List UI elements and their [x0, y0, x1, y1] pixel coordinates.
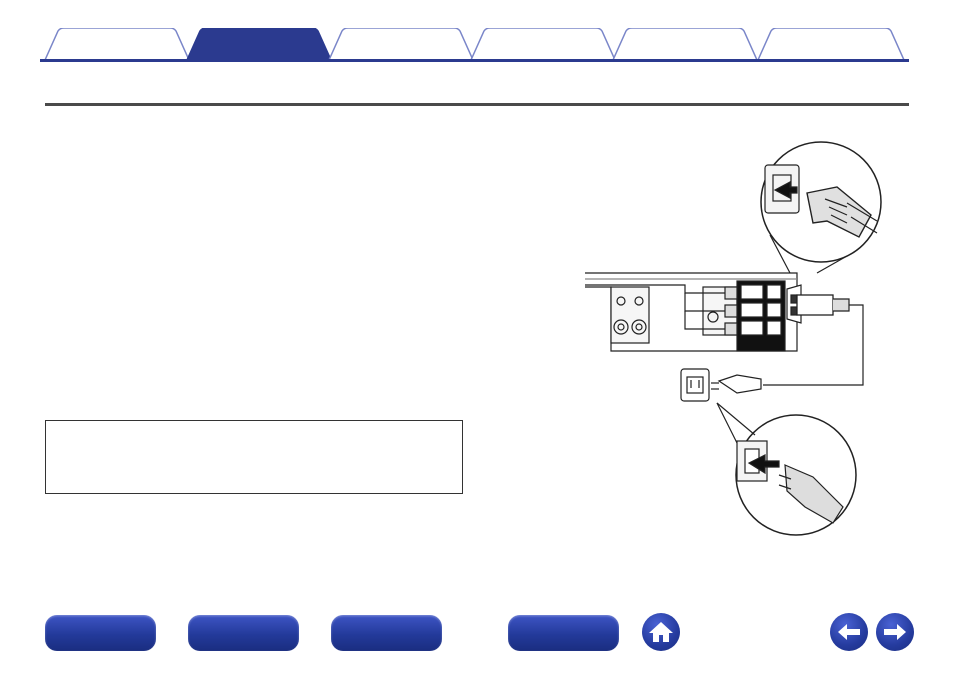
- arrow-left-icon: [838, 624, 860, 640]
- tab-2-active[interactable]: [186, 28, 332, 60]
- tab-3[interactable]: [328, 28, 474, 60]
- home-button[interactable]: [642, 613, 680, 651]
- note-box: [45, 420, 463, 494]
- home-icon: [649, 622, 673, 642]
- nav-button-3[interactable]: [331, 615, 442, 651]
- nav-button-4[interactable]: [508, 615, 619, 651]
- back-button[interactable]: [830, 613, 868, 651]
- tab-4[interactable]: [470, 28, 616, 60]
- nav-button-2[interactable]: [188, 615, 299, 651]
- tab-underline: [40, 59, 909, 62]
- tab-5[interactable]: [612, 28, 758, 60]
- arrow-right-icon: [884, 624, 906, 640]
- tab-1[interactable]: [44, 28, 190, 60]
- power-connection-diagram: [585, 141, 882, 536]
- top-tab-bar: [40, 26, 910, 62]
- section-divider: [45, 103, 909, 106]
- tab-6[interactable]: [757, 28, 905, 60]
- forward-button[interactable]: [876, 613, 914, 651]
- nav-button-1[interactable]: [45, 615, 156, 651]
